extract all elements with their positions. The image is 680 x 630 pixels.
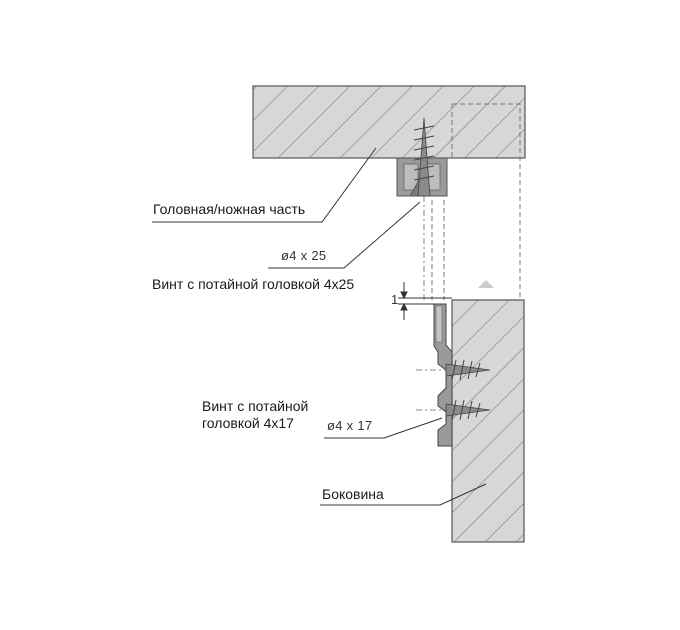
lower-screw-1 <box>416 359 491 381</box>
gap-dimension <box>398 282 452 320</box>
label-gap-value: 1 <box>391 292 399 307</box>
upper-screw <box>413 117 435 300</box>
top-panel <box>252 85 526 159</box>
label-screw-top-dimension: ø4 x 25 <box>281 248 327 263</box>
leader-lines <box>152 147 487 506</box>
label-head-foot-part: Головная/ножная часть <box>153 201 306 217</box>
lower-screw-2 <box>416 399 491 421</box>
label-screw-bottom-line2: головкой 4x17 <box>202 414 294 431</box>
dashed-outline <box>431 103 521 300</box>
label-screw-bottom-dimension: ø4 x 17 <box>327 418 373 433</box>
insert-arrow-marker <box>478 280 494 288</box>
label-side-panel: Боковина <box>322 486 384 502</box>
side-panel <box>451 299 525 543</box>
label-screw-bottom: Винт с потайной головкой 4x17 <box>202 398 342 432</box>
label-screw-bottom-line1: Винт с потайной <box>202 398 309 414</box>
label-screw-top: Винт с потайной головкой 4x25 <box>152 276 355 292</box>
